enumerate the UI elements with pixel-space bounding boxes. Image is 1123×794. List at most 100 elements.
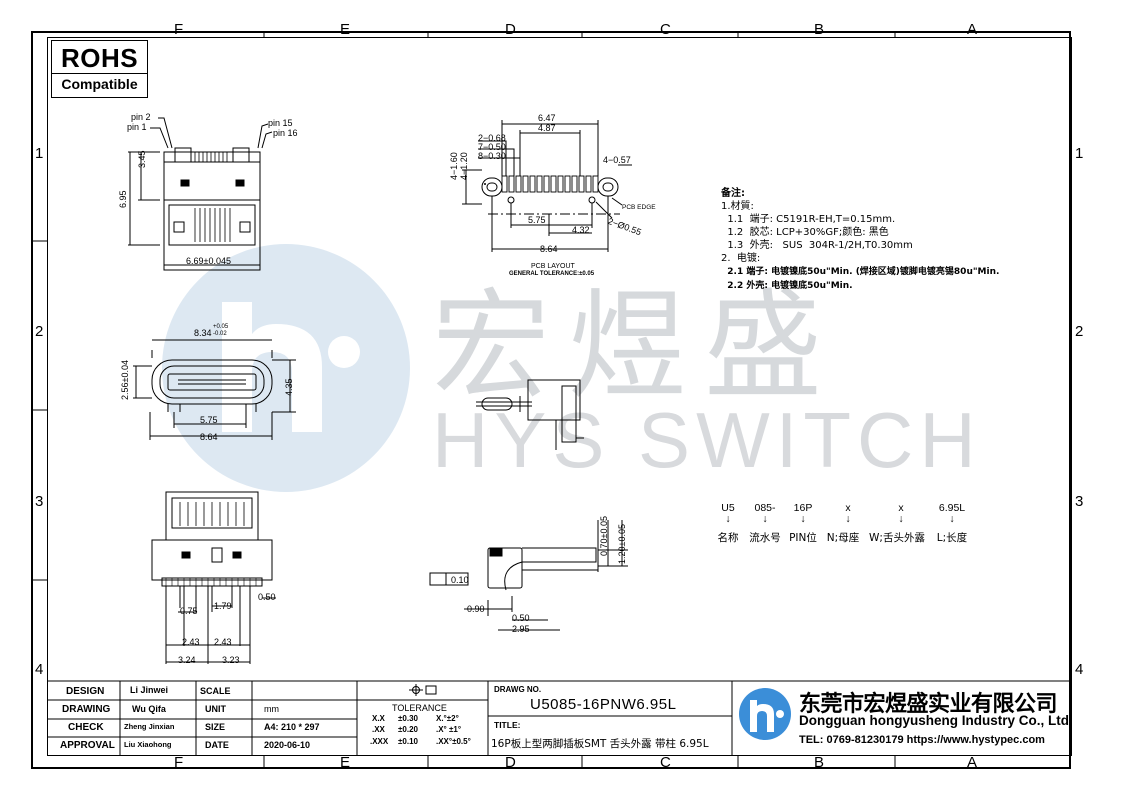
pcb-dim-8-64: 8.64 bbox=[540, 244, 558, 254]
pin-2-label: pin 2 bbox=[131, 112, 151, 122]
zone-bottom-d: D bbox=[505, 754, 516, 771]
pcb-dim-2-0-68: 2−0.68 bbox=[478, 133, 506, 143]
code-label-3: N;母座 bbox=[826, 532, 860, 544]
code-arrow-2: ↓ bbox=[800, 513, 806, 525]
company-name-cn: 东莞市宏煜盛实业有限公司 bbox=[799, 692, 1058, 717]
code-arrow-3: ↓ bbox=[845, 513, 851, 525]
tb-name-check: Zheng Jinxian bbox=[124, 722, 175, 731]
code-label-1: 流水号 bbox=[749, 532, 781, 544]
drawing-inner-frame bbox=[47, 37, 1072, 756]
zone-bottom-c: C bbox=[660, 754, 671, 771]
pcb-dim-4-1-20: 4−1.20 bbox=[459, 152, 469, 180]
dim-3-45: 3.45 bbox=[137, 150, 147, 168]
pcb-dim-8-0-30: 8−0.30 bbox=[478, 151, 506, 161]
code-label-4: W;舌头外露 bbox=[869, 532, 925, 544]
pcb-dim-4-0-57: 4−0.57 bbox=[603, 155, 631, 165]
tol-row2-c: .X° ±1° bbox=[436, 725, 462, 734]
dim-1-20: 1.20±0.05 bbox=[617, 524, 627, 564]
tol-row2-b: ±0.20 bbox=[398, 725, 418, 734]
zone-left-2: 2 bbox=[35, 323, 44, 340]
watermark-chinese: 宏煜盛 bbox=[432, 277, 841, 415]
tol-row3-c: .XX°±0.5° bbox=[436, 737, 471, 746]
front-view bbox=[128, 117, 273, 271]
pin-1-label: pin 1 bbox=[127, 122, 147, 132]
dim-6-95: 6.95 bbox=[118, 190, 128, 208]
pcb-dim-7-0-50: 7−0.50 bbox=[478, 142, 506, 152]
zone-top-d: D bbox=[505, 21, 516, 38]
pin-16-label: pin 16 bbox=[273, 128, 298, 138]
title-label: TITLE: bbox=[494, 720, 521, 730]
watermark-english: HYS SWITCH bbox=[432, 396, 982, 484]
note-line-6: 2.1 端子: 电镀镍底50u"Min. (焊接区域)镀脚电镀亮锡80u"Min… bbox=[721, 267, 1000, 277]
dim-3-23: 3.23 bbox=[222, 655, 240, 665]
flatness-0-10: 0.10 bbox=[451, 575, 469, 585]
watermark-logo bbox=[162, 244, 410, 492]
code-part-2: 16P bbox=[793, 502, 813, 514]
company-logo bbox=[739, 688, 791, 740]
tb-name-drawing: Wu Qifa bbox=[132, 704, 166, 714]
zone-top-b: B bbox=[814, 21, 825, 38]
smt-side-view bbox=[429, 520, 628, 631]
tb-name-design: Li Jinwei bbox=[130, 685, 169, 695]
zone-left-3: 3 bbox=[35, 493, 44, 510]
zone-bottom-a: A bbox=[967, 754, 978, 771]
tol-row1-b: ±0.30 bbox=[398, 714, 418, 723]
dim-0-90: 0.90 bbox=[467, 604, 485, 614]
code-arrow-0: ↓ bbox=[725, 513, 731, 525]
pcb-dim-4-32: 4.32 bbox=[572, 225, 590, 235]
tol-row3-a: .XXX bbox=[370, 737, 389, 746]
code-label-5: L;长度 bbox=[936, 532, 968, 544]
note-line-7: 2.2 外壳: 电镀镍底50u"Min. bbox=[721, 281, 853, 291]
tb-label-drawing: DRAWING bbox=[62, 704, 111, 715]
pcb-edge-label: PCB EDGE bbox=[622, 204, 656, 211]
pcb-dim-5-75: 5.75 bbox=[528, 215, 546, 225]
dim-2-56: 2.56±0.04 bbox=[120, 360, 130, 400]
dim-2-43-b: 2.43 bbox=[214, 637, 232, 647]
pcb-dim-4-87: 4.87 bbox=[538, 123, 556, 133]
tb-label-check: CHECK bbox=[68, 722, 104, 733]
end-view bbox=[133, 339, 296, 440]
code-part-1: 085- bbox=[754, 502, 776, 514]
code-part-3: x bbox=[845, 502, 851, 514]
tb-val-unit: mm bbox=[264, 704, 279, 714]
dim-8-34: 8.34 bbox=[194, 328, 212, 338]
zone-right-3: 3 bbox=[1075, 493, 1084, 510]
code-part-0: U5 bbox=[721, 502, 735, 514]
zone-top-e: E bbox=[340, 21, 351, 38]
dim-2-43-a: 2.43 bbox=[182, 637, 200, 647]
tb-key-unit: UNIT bbox=[205, 704, 226, 714]
pin-15-label: pin 15 bbox=[268, 118, 293, 128]
zone-right-2: 2 bbox=[1075, 323, 1084, 340]
dim-8-34-tol-top: +0.05 bbox=[213, 324, 229, 330]
code-label-2: PIN位 bbox=[789, 532, 817, 544]
side-view bbox=[476, 379, 584, 450]
note-line-0: 备注: bbox=[721, 188, 745, 199]
tol-row1-c: X.°±2° bbox=[436, 714, 459, 723]
code-part-5: 6.95L bbox=[938, 502, 966, 514]
code-arrow-1: ↓ bbox=[762, 513, 768, 525]
zone-top-f: F bbox=[174, 21, 184, 38]
dim-0-70: 0.70±0.05 bbox=[599, 516, 609, 556]
dim-3-24: 3.24 bbox=[178, 655, 196, 665]
tol-row1-a: X.X bbox=[372, 714, 385, 723]
tb-label-approval: APPROVAL bbox=[60, 740, 115, 751]
rohs-title: ROHS bbox=[60, 43, 139, 73]
code-arrow-5: ↓ bbox=[949, 513, 955, 525]
rohs-badge: ROHS Compatible bbox=[51, 40, 148, 98]
zone-top-a: A bbox=[967, 21, 978, 38]
note-line-3: 1.2 胶芯: LCP+30%GF;颜色: 黑色 bbox=[721, 227, 889, 238]
pcb-dim-4-1-60: 4−1.60 bbox=[449, 152, 459, 180]
drawing-title: 16P板上型两脚插板SMT 舌头外露 带柱 6.95L bbox=[491, 738, 709, 750]
tb-label-design: DESIGN bbox=[66, 686, 105, 697]
dim-0-50-b: 0.50 bbox=[258, 592, 276, 602]
tb-key-scale: SCALE bbox=[200, 686, 231, 696]
dim-8-64: 8.64 bbox=[200, 432, 218, 442]
dim-8-34-tol-bottom: -0.02 bbox=[213, 331, 227, 337]
tb-key-size: SIZE bbox=[205, 722, 226, 732]
tb-val-size: A4: 210 * 297 bbox=[264, 722, 320, 732]
dim-1-79: 1.79 bbox=[214, 601, 232, 611]
dim-4-35: 4.35 bbox=[284, 378, 294, 396]
zone-right-1: 1 bbox=[1075, 145, 1084, 162]
